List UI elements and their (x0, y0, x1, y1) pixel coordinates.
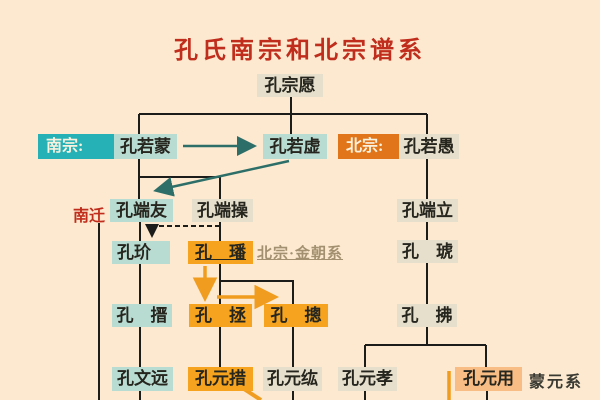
dashed-line-duancao-jie (152, 226, 220, 234)
node-kong-yuanxiao: 孔元孝 (338, 367, 397, 391)
node-kong-hu: 孔 琥 (397, 240, 458, 263)
node-kong-zheng: 孔 拯 (189, 304, 252, 327)
node-kong-duanyou: 孔端友 (110, 199, 173, 222)
north-jin-branch-note: 北宗·金朝系 (257, 246, 344, 262)
node-kong-ruoyu: 孔若愚 (399, 134, 459, 159)
node-kong-yuanyong: 孔元用 (455, 367, 522, 391)
line-bottom-stubs (139, 391, 488, 400)
line-fu-children-bracket (364, 327, 487, 367)
page-title: 孔氏南宗和北宗谱系 (174, 38, 426, 64)
node-kong-fan: 孔 璠 (188, 241, 253, 264)
node-kong-yuancuo: 孔元措 (188, 367, 253, 391)
node-kong-ruoxu: 孔若虚 (263, 134, 327, 159)
line-gen2-bracket (138, 113, 428, 134)
mongol-yuan-branch-note: 蒙元系 (529, 374, 584, 391)
node-kong-duanli: 孔端立 (397, 199, 458, 222)
node-kong-jin: 孔 搢 (112, 304, 172, 327)
south-migration-note: 南迁 (73, 208, 106, 225)
node-kong-fu: 孔 拂 (397, 304, 457, 327)
south-lineage-label: 南宗: (38, 134, 114, 159)
node-kong-zong: 孔 摠 (264, 304, 328, 327)
node-kong-ruomeng: 孔若蒙 (114, 134, 177, 159)
node-kong-duancao: 孔端操 (192, 199, 253, 222)
node-kong-wenyuan: 孔文远 (112, 367, 173, 391)
arrow-ruoxu-to-duanyou (153, 159, 290, 197)
line-fan-zong-elbow (220, 280, 294, 304)
node-kong-yuanhong: 孔元纮 (263, 367, 322, 391)
line-ruomeng-children-bracket (138, 157, 221, 199)
node-kong-jie: 孔玠 (112, 241, 170, 264)
node-kong-zongyuan: 孔宗愿 (257, 74, 323, 97)
north-lineage-label: 北宗: (338, 134, 399, 159)
